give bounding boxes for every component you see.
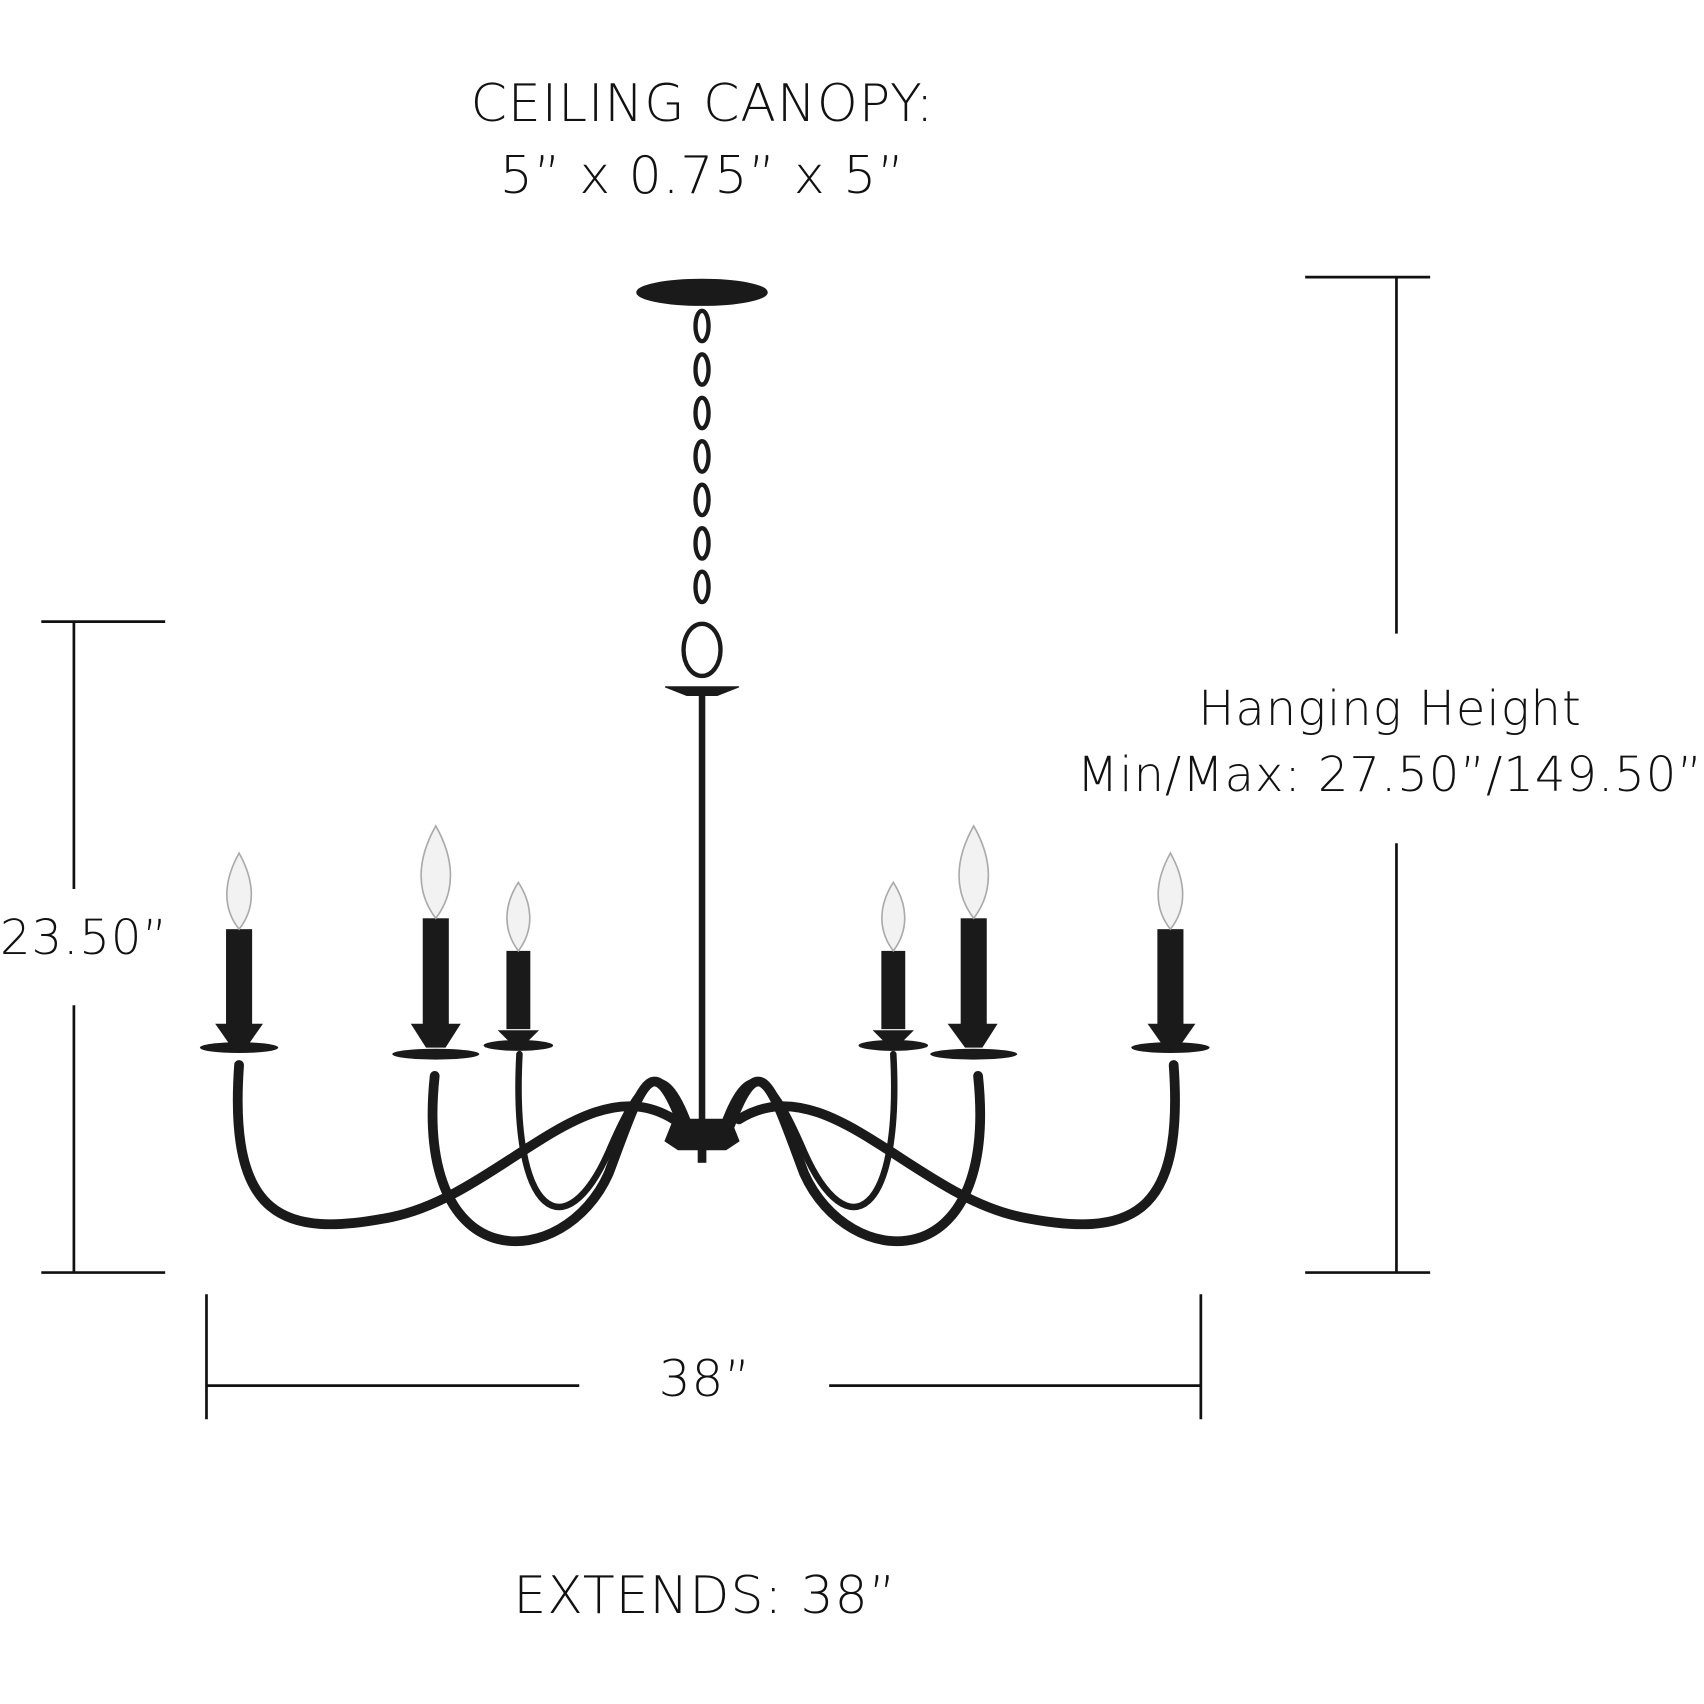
candle-sockets [199,918,1210,1060]
hanging-height-dimension-line [1305,275,1431,1274]
extends-label: EXTENDS: 38” [513,1566,897,1626]
hanging-height-title: Hanging Height [1198,681,1582,737]
canopy-dimensions: 5” x 0.75” x 5” [499,146,906,206]
width-dimension-line [205,1294,1203,1420]
light-bulbs [226,824,1184,953]
chain [681,308,723,679]
height-dimension-line [41,620,166,1274]
hanging-height-values: Min/Max: 27.50”/149.50” [1076,747,1704,803]
canopy-label: CEILING CANOPY: 5” x 0.75” x 5” [400,68,1005,212]
chandelier-fixture [199,278,1210,1247]
hanging-height-label: Hanging Height Min/Max: 27.50”/149.50” [1060,676,1704,808]
canopy-title: CEILING CANOPY: [470,74,935,134]
height-dimension-label: 23.50” [0,910,169,966]
width-dimension-label: 38” [658,1350,752,1408]
ceiling-canopy [636,278,768,306]
